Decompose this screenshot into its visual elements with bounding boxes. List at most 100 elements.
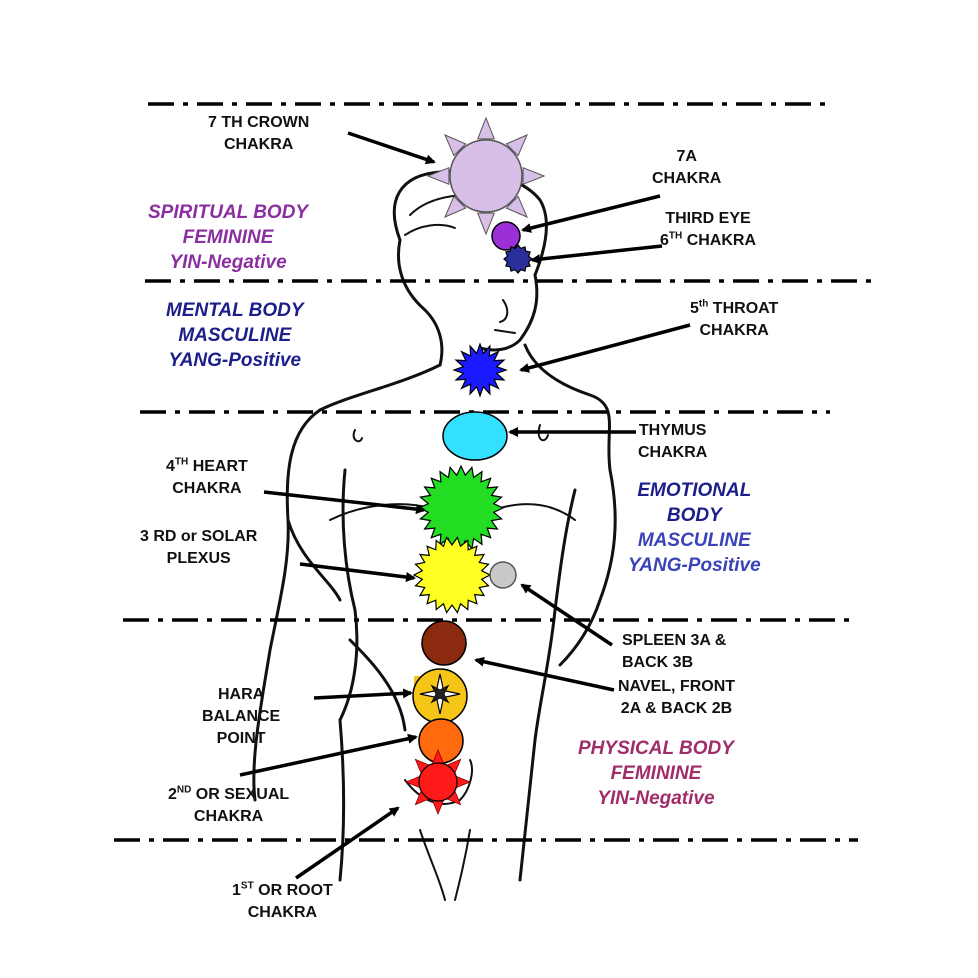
arrow-solar xyxy=(299,562,416,582)
label-7a-line2: CHAKRA xyxy=(652,170,722,187)
crown-sun-icon xyxy=(426,116,546,236)
label-thymus-line2: CHAKRA xyxy=(638,444,708,461)
label-solar-plexus: 3 RD or SOLAR PLEXUS xyxy=(140,526,257,570)
emotional-body-line3: MASCULINE xyxy=(637,530,751,551)
label-navel-chakra: NAVEL, FRONT 2A & BACK 2B xyxy=(618,676,735,720)
root-star-icon xyxy=(404,748,472,816)
label-hara-point: HARA BALANCE POINT xyxy=(202,684,280,750)
spiritual-body-line2: FEMININE xyxy=(182,227,274,248)
label-hara-line3: POINT xyxy=(216,730,266,747)
spiritual-body-label: SPIRITUAL BODY FEMININE YIN-Negative xyxy=(148,200,308,275)
mental-body-line1: MENTAL BODY xyxy=(166,300,304,321)
hara-chakra xyxy=(412,668,468,724)
crown-ray xyxy=(522,166,546,186)
emotional-body-line1: EMOTIONAL xyxy=(637,480,752,501)
arrow-hara xyxy=(313,688,413,700)
crown-disc xyxy=(449,139,523,213)
physical-body-line1: PHYSICAL BODY xyxy=(578,738,734,759)
label-spleen-chakra: SPLEEN 3A & BACK 3B xyxy=(622,630,726,674)
spiritual-body-line3: YIN-Negative xyxy=(169,252,287,273)
label-throat-text: THROAT xyxy=(708,300,779,317)
label-throat-line2: CHAKRA xyxy=(699,322,769,339)
arrow-root xyxy=(295,806,400,880)
crown-ray xyxy=(426,166,450,186)
label-sexual-text: OR SEXUAL xyxy=(191,786,290,803)
physical-body-line2: FEMININE xyxy=(610,763,702,784)
crown-ray xyxy=(444,195,467,218)
crown-ray xyxy=(505,134,528,157)
label-root-line1: 1ST OR ROOT xyxy=(232,880,333,902)
label-sexual-sup: ND xyxy=(176,784,192,796)
solar-starburst-icon xyxy=(412,536,492,614)
label-solar-line1: 3 RD or SOLAR xyxy=(140,528,258,545)
label-sexual-chakra: 2ND OR SEXUAL CHAKRA xyxy=(168,784,289,828)
navel-chakra xyxy=(421,620,467,666)
spleen-chakra xyxy=(489,561,517,589)
throat-starburst-icon xyxy=(452,342,508,398)
crown-ray xyxy=(505,195,528,218)
label-hara-line1: HARA xyxy=(218,686,265,703)
third-eye-chakra xyxy=(503,244,533,274)
crown-ray xyxy=(476,212,496,236)
pointer-arrows xyxy=(239,131,691,880)
label-heart-chakra: 4TH HEART CHAKRA xyxy=(166,456,248,500)
arrow-heart xyxy=(263,490,426,515)
label-root-line2: CHAKRA xyxy=(247,904,318,921)
label-third-eye-line2: 6TH CHAKRA xyxy=(660,230,756,252)
crown-ray xyxy=(444,134,467,157)
label-sexual-line1: 2ND OR SEXUAL xyxy=(168,784,289,806)
arrow-crown xyxy=(347,131,436,165)
label-sexual-line2: CHAKRA xyxy=(193,808,264,825)
arrow-third-eye xyxy=(530,244,663,265)
label-crown-line2: CHAKRA xyxy=(224,136,294,153)
label-thymus-chakra: THYMUS CHAKRA xyxy=(638,420,707,464)
chakra-7a xyxy=(491,221,521,251)
label-heart-num: 4 xyxy=(166,458,175,475)
label-throat-line1: 5th THROAT xyxy=(690,298,778,320)
label-root-text: OR ROOT xyxy=(253,882,333,899)
label-heart-line2: CHAKRA xyxy=(172,480,242,497)
body-divider-lines xyxy=(114,102,872,842)
emotional-body-line4: YANG-Positive xyxy=(628,555,761,576)
label-sexual-num: 2 xyxy=(168,786,177,803)
label-third-eye-chakra: THIRD EYE 6TH CHAKRA xyxy=(660,208,756,252)
label-third-eye-num: 6 xyxy=(660,232,669,249)
label-root-chakra: 1ST OR ROOT CHAKRA xyxy=(232,880,333,924)
label-navel-line2: 2A & BACK 2B xyxy=(620,700,733,717)
label-third-eye-text: CHAKRA xyxy=(682,232,757,249)
label-crown-chakra: 7 TH CROWN CHAKRA xyxy=(208,112,309,156)
label-crown-line1: 7 TH CROWN xyxy=(208,114,310,131)
arrow-spleen xyxy=(520,583,613,647)
label-throat-chakra: 5th THROAT CHAKRA xyxy=(690,298,778,342)
arrow-7a xyxy=(521,194,661,233)
spiritual-body-line1: SPIRITUAL BODY xyxy=(148,202,309,223)
throat-starburst xyxy=(452,342,508,398)
crown-ray xyxy=(476,116,496,140)
arrow-throat xyxy=(519,323,691,373)
label-throat-sup: th xyxy=(698,298,709,310)
label-hara-line2: BALANCE xyxy=(202,708,281,725)
root-disc xyxy=(418,762,458,802)
label-heart-line1: 4TH HEART xyxy=(166,456,248,478)
label-root-num: 1 xyxy=(232,882,241,899)
arrow-sexual xyxy=(239,733,418,777)
third-eye-gear-icon xyxy=(503,244,533,274)
compass-inner-star xyxy=(430,684,450,704)
label-heart-sup: TH xyxy=(174,456,189,468)
label-spleen-line2: BACK 3B xyxy=(622,654,694,671)
mental-body-line2: MASCULINE xyxy=(178,325,292,346)
label-throat-num: 5 xyxy=(690,300,699,317)
label-root-sup: ST xyxy=(240,880,254,892)
label-thymus-line1: THYMUS xyxy=(638,422,707,439)
label-solar-line2: PLEXUS xyxy=(166,550,231,567)
label-7a-chakra: 7A CHAKRA xyxy=(652,146,721,190)
mental-body-line3: YANG-Positive xyxy=(168,350,302,371)
physical-body-label: PHYSICAL BODY FEMININE YIN-Negative xyxy=(578,736,734,811)
thymus-chakra xyxy=(442,411,508,461)
solar-starburst xyxy=(412,536,492,614)
heart-starburst-icon xyxy=(417,464,505,552)
physical-body-line3: YIN-Negative xyxy=(597,788,715,809)
heart-starburst xyxy=(417,464,505,552)
